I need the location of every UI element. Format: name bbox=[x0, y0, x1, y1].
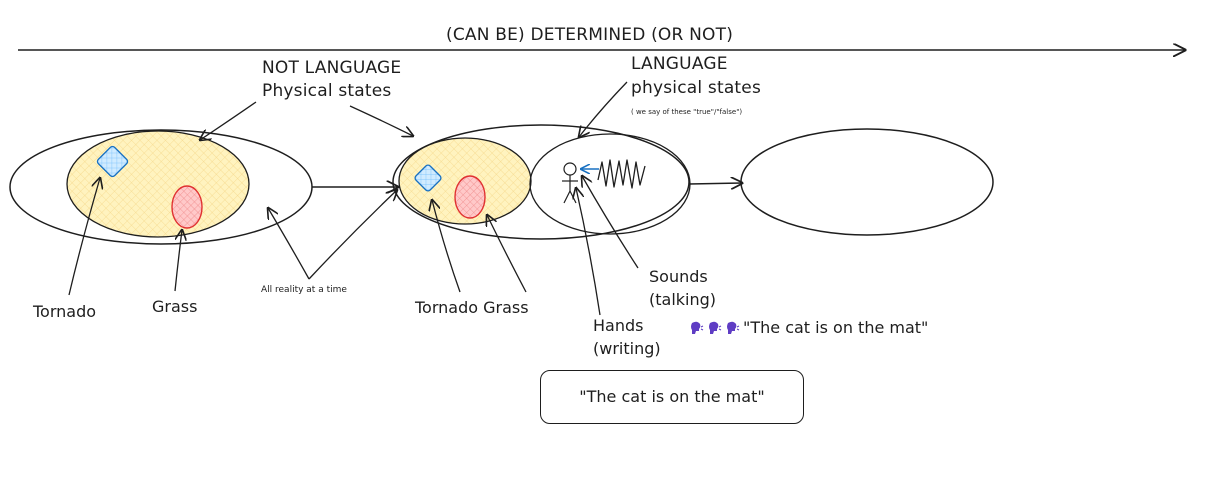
all-reality-label: All reality at a time bbox=[261, 285, 347, 295]
tornado-diamond-icon bbox=[414, 164, 442, 192]
speaking-head-icon bbox=[709, 321, 722, 334]
arrow-icon bbox=[349, 105, 413, 136]
grass-oval-icon bbox=[171, 185, 203, 229]
sounds-sublabel: (talking) bbox=[649, 290, 717, 309]
tornado-grass-label: Tornado Grass bbox=[415, 298, 529, 317]
arrow-icon bbox=[487, 215, 527, 293]
language-subheading: physical states bbox=[631, 78, 762, 98]
arrow-icon bbox=[582, 176, 639, 269]
language-heading: LANGUAGE bbox=[631, 54, 728, 74]
quote-box: "The cat is on the mat" bbox=[540, 370, 804, 424]
arrow-icon bbox=[174, 230, 182, 292]
hands-label: Hands bbox=[593, 316, 644, 335]
box-quote: "The cat is on the mat" bbox=[579, 387, 765, 406]
reality-ellipse-2 bbox=[392, 124, 690, 240]
hands-sublabel: (writing) bbox=[593, 339, 661, 358]
not-language-subheading: Physical states bbox=[262, 81, 392, 101]
arrow-icon bbox=[308, 190, 397, 280]
axis-title: (CAN BE) DETERMINED (OR NOT) bbox=[446, 25, 734, 45]
empty-ellipse-3 bbox=[740, 128, 994, 236]
arrow-icon bbox=[579, 81, 628, 137]
speaking-head-icon bbox=[691, 321, 704, 334]
physical-states-ellipse-1 bbox=[66, 130, 250, 238]
tornado-label: Tornado bbox=[33, 302, 97, 321]
language-ellipse bbox=[529, 133, 691, 235]
arrow-icon bbox=[576, 188, 601, 316]
language-note: ( we say of these "true"/"false") bbox=[631, 108, 743, 116]
sound-wave-icon bbox=[597, 159, 646, 189]
arrow-icon bbox=[200, 101, 257, 140]
stick-figure-icon bbox=[562, 162, 578, 204]
not-language-heading: NOT LANGUAGE bbox=[262, 58, 402, 78]
arrow-icon bbox=[268, 208, 310, 280]
arrow-icon bbox=[432, 200, 461, 293]
grass-label: Grass bbox=[152, 297, 198, 316]
tornado-diamond-icon bbox=[96, 145, 129, 178]
arrow-icon bbox=[68, 178, 100, 296]
speaking-head-icon bbox=[727, 321, 740, 334]
sounds-label: Sounds bbox=[649, 267, 708, 286]
speech-quote: "The cat is on the mat" bbox=[743, 318, 929, 337]
speech-line: "The cat is on the mat" bbox=[689, 317, 928, 339]
grass-oval-icon bbox=[454, 175, 486, 219]
arrow-icon bbox=[688, 183, 742, 184]
